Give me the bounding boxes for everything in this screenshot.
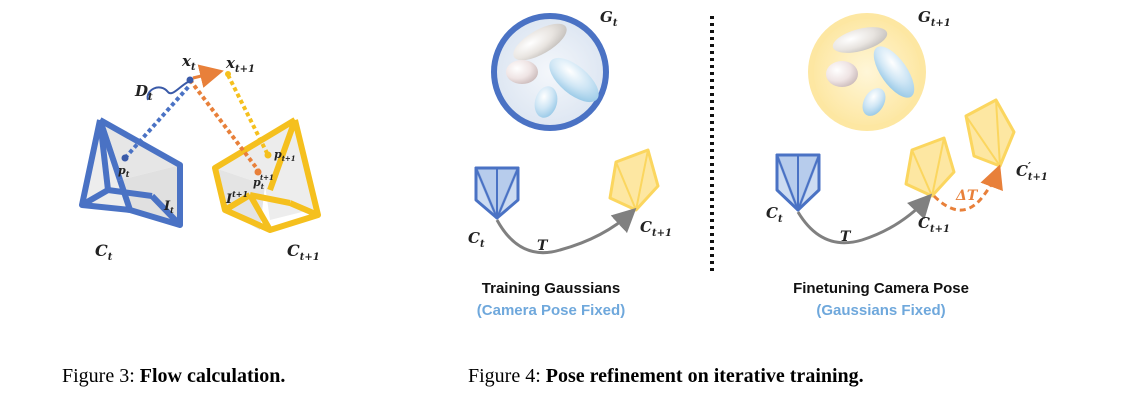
point-p-t (121, 154, 129, 162)
transform-arrow-left (495, 207, 637, 255)
label-x-t: xt (181, 52, 196, 73)
gaussian-ellipsoids-t (506, 23, 599, 118)
flow-arrow (192, 64, 224, 88)
label-c-t1-right: Ct+1 (918, 214, 950, 235)
camera-c-t1-left (608, 148, 660, 212)
camera-t-blue (79, 117, 183, 228)
label-p-t-t1: ptt+1 (253, 173, 274, 191)
figure-4-right-panel: Gt+1 T ΔT Ct Ct+1 C′t+ (766, 8, 1048, 319)
figure-4-left-panel: Gt T Ct Ct+1 Training Gaussians (Camera … (468, 8, 672, 319)
ray-yellow (226, 74, 270, 156)
label-i-t: It (163, 199, 174, 215)
label-g-t: Gt (600, 8, 618, 29)
label-i-t1: It+1 (225, 189, 248, 207)
title-finetuning-camera-pose: Finetuning Camera Pose (793, 280, 969, 297)
label-c-t1: Ct+1 (287, 241, 320, 263)
depth-brace (146, 81, 189, 101)
label-d-t: Dt (134, 82, 153, 103)
camera-c-t1-prime (964, 98, 1016, 168)
label-c-t1-prime: C′t+1 (1016, 160, 1048, 183)
label-t-right: T (840, 229, 852, 245)
point-x-t (186, 76, 194, 84)
label-c-t1-left: Ct+1 (640, 218, 672, 239)
point-p-t1 (264, 151, 272, 159)
label-p-t1: pt+1 (274, 148, 296, 163)
figure-3-diagram: xt xt+1 Dt pt pt+1 ptt+1 It It+1 Ct Ct+1 (79, 52, 321, 263)
camera-t1-yellow (212, 117, 321, 233)
title-training-gaussians: Training Gaussians (482, 280, 620, 297)
camera-c-t-left (474, 166, 520, 220)
label-c-t-right: Ct (766, 204, 783, 225)
label-delta-t: ΔT (955, 188, 979, 204)
subtitle-gaussians-fixed: (Gaussians Fixed) (816, 302, 945, 319)
label-g-t1: Gt+1 (918, 8, 951, 29)
label-c-t: Ct (95, 241, 113, 263)
ray-blue (123, 83, 192, 160)
label-c-t-left: Ct (468, 229, 485, 250)
figure-4-caption: Figure 4: Pose refinement on iterative t… (468, 365, 864, 387)
camera-c-t-right (775, 153, 821, 212)
point-x-t1 (225, 71, 231, 77)
transform-arrow-right (796, 193, 933, 245)
point-p-t-t1 (254, 168, 262, 176)
label-x-t1: xt+1 (225, 54, 255, 75)
figure-3-caption: Figure 3: Flow calculation. (62, 365, 285, 387)
label-p-t: pt (118, 164, 130, 179)
camera-c-t1-right (904, 136, 956, 198)
label-t-left: T (537, 238, 549, 254)
delta-t-arrow (932, 164, 1003, 212)
subtitle-camera-pose-fixed: (Camera Pose Fixed) (477, 302, 625, 319)
gaussian-ellipsoids-t1 (826, 27, 915, 116)
ray-orange (188, 78, 260, 172)
